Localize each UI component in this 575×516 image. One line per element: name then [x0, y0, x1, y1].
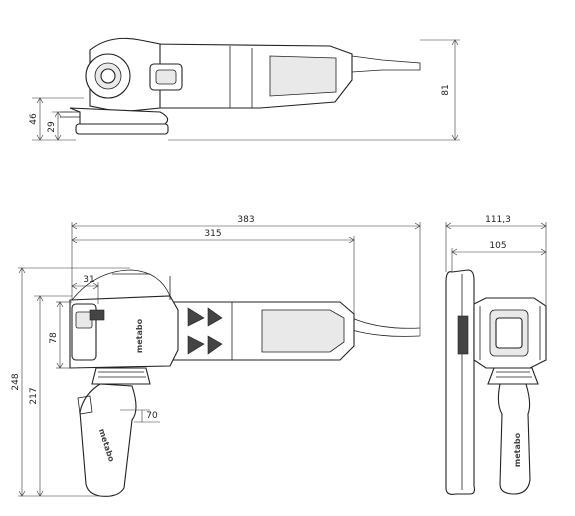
dim-31: 31	[83, 275, 94, 285]
front-view-disc	[445, 269, 476, 495]
dim-29: 29	[47, 121, 57, 133]
dim-217: 217	[29, 387, 39, 404]
side-view-cable	[351, 317, 421, 337]
side-view-side-handle	[79, 383, 137, 497]
dim-383: 383	[237, 215, 254, 225]
top-view-guard	[69, 107, 169, 125]
front-view: metabo 111,3 105	[445, 215, 547, 495]
dim-81: 81	[441, 84, 451, 95]
side-view: metabo metabo 383 315 31	[11, 215, 421, 497]
front-view-handle-collar	[487, 367, 539, 385]
side-view-grip-slot	[261, 309, 345, 353]
front-view-side-handle	[497, 383, 531, 495]
side-view-handle-collar	[91, 367, 151, 385]
top-view: 81 46 29	[29, 37, 460, 141]
brand-label-front: metabo	[513, 432, 522, 467]
brand-label-head: metabo	[135, 318, 144, 353]
dim-70: 70	[146, 411, 158, 421]
top-view-cable	[351, 55, 421, 73]
dim-111-3: 111,3	[485, 215, 511, 225]
dim-78: 78	[49, 332, 59, 344]
dim-105: 105	[489, 241, 506, 251]
top-view-disc	[75, 123, 169, 135]
dim-248: 248	[11, 373, 21, 390]
top-view-grip-slot	[269, 55, 337, 97]
dim-46: 46	[29, 113, 39, 125]
dim-315: 315	[204, 229, 221, 239]
